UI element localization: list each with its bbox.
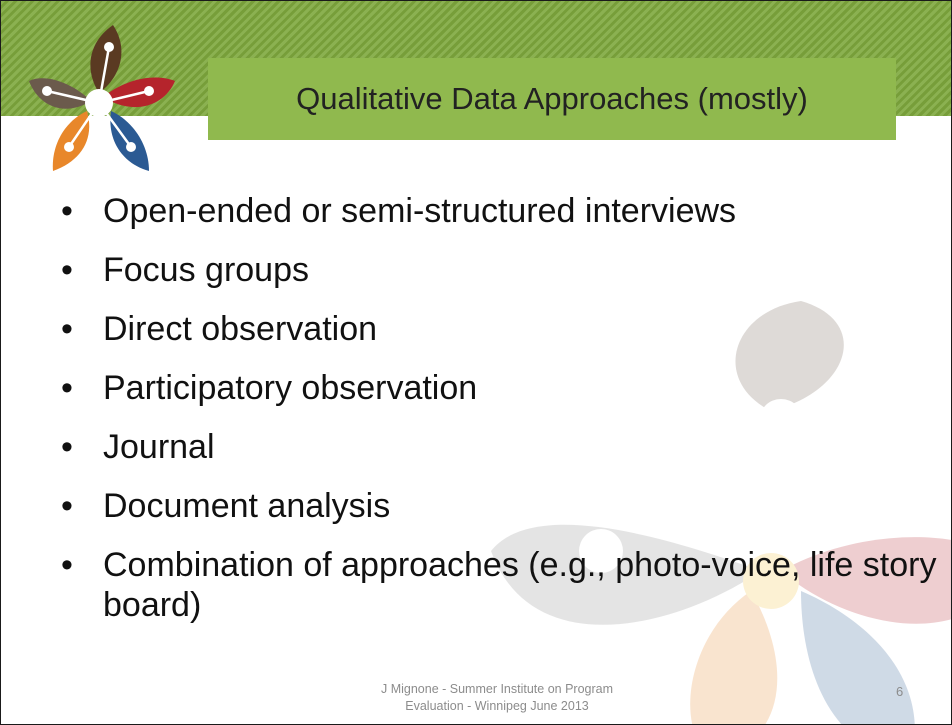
bullet-text: Document analysis <box>103 487 391 525</box>
bullet-item: • Focus groups <box>61 250 941 290</box>
footer-line: J Mignone - Summer Institute on Program <box>380 682 614 696</box>
page-number: 6 <box>896 684 904 699</box>
flower-watermark-icon <box>491 301 951 724</box>
bullet-text: Focus groups <box>103 251 309 289</box>
bullet-text: Journal <box>103 428 215 466</box>
bullet-text: Participatory observation <box>103 369 478 407</box>
bullet-text: Combination of approaches (e.g., photo-v… <box>103 546 937 624</box>
footer-line: Evaluation - Winnipeg June 2013 <box>405 699 589 713</box>
bullet-item: • Document analysis <box>61 486 941 526</box>
flower-logo-icon <box>29 25 175 171</box>
bullet-glyph: • <box>61 546 73 584</box>
bullet-item: • Combination of approaches (e.g., photo… <box>61 545 941 625</box>
slide-footer: J Mignone - Summer Institute on Program … <box>301 681 693 715</box>
bullet-item: • Direct observation <box>61 309 941 349</box>
bullet-item: • Journal <box>61 427 941 467</box>
title-box: Qualitative Data Approaches (mostly) <box>208 58 896 140</box>
bullet-glyph: • <box>61 428 73 466</box>
bullet-glyph: • <box>61 192 73 230</box>
bullet-text: Open-ended or semi-structured interviews <box>103 192 737 230</box>
bullet-list: • Open-ended or semi-structured intervie… <box>61 191 941 644</box>
slide-title: Qualitative Data Approaches (mostly) <box>296 81 808 116</box>
bullet-glyph: • <box>61 310 73 348</box>
bullet-glyph: • <box>61 487 73 525</box>
bullet-glyph: • <box>61 251 73 289</box>
bullet-glyph: • <box>61 369 73 407</box>
bullet-item: • Participatory observation <box>61 368 941 408</box>
bullet-text: Direct observation <box>103 310 378 348</box>
bullet-item: • Open-ended or semi-structured intervie… <box>61 191 941 231</box>
